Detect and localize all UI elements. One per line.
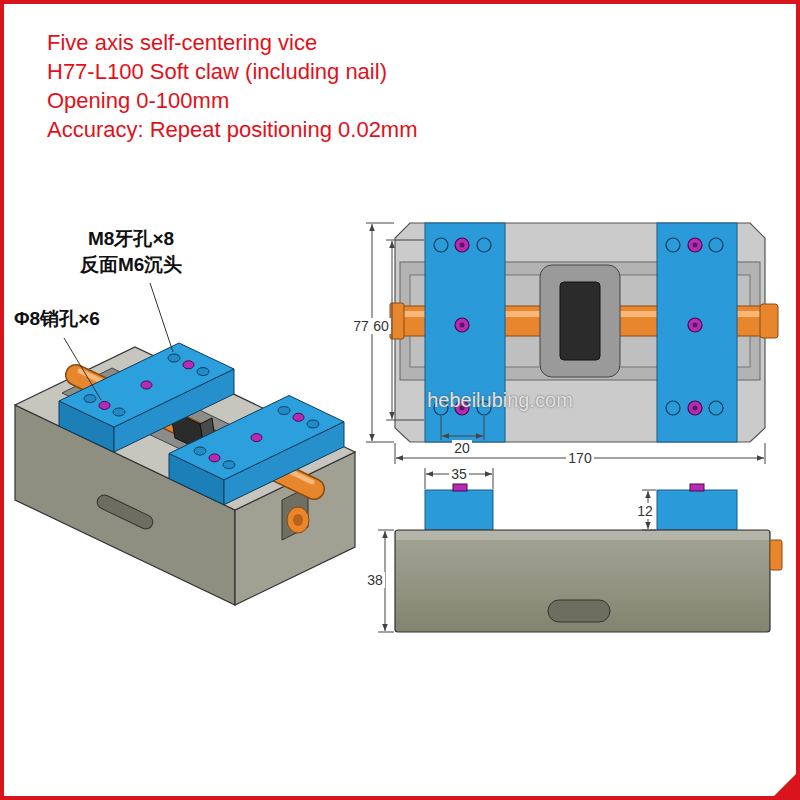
iso-view [15,283,355,605]
dimension-value: 60 [371,318,391,335]
dimension-lines [378,468,656,632]
spec-line: Opening 0-100mm [47,88,229,114]
watermark: hebeilubing.com [427,388,573,412]
dimension-value: 170 [566,450,593,467]
dimension-value: 12 [635,503,655,520]
dimension-lines [366,223,765,464]
dimension-value: 35 [449,466,469,483]
front-view [395,484,782,632]
spec-line: H77-L100 Soft claw (including nail) [47,59,387,85]
title: Five axis self-centering vice [47,30,317,56]
spec-line: Accuracy: Repeat positioning 0.02mm [47,117,418,143]
dimension-value: 77 [351,318,371,335]
dimension-value: 20 [452,440,472,457]
top-view [390,223,778,442]
callout-label: M8牙孔×8 [88,228,174,251]
callout-label: 反面M6沉头 [80,254,182,277]
corner-mark [772,772,798,798]
dimension-value: 38 [365,572,385,589]
callout-label: Φ8销孔×6 [14,308,100,331]
